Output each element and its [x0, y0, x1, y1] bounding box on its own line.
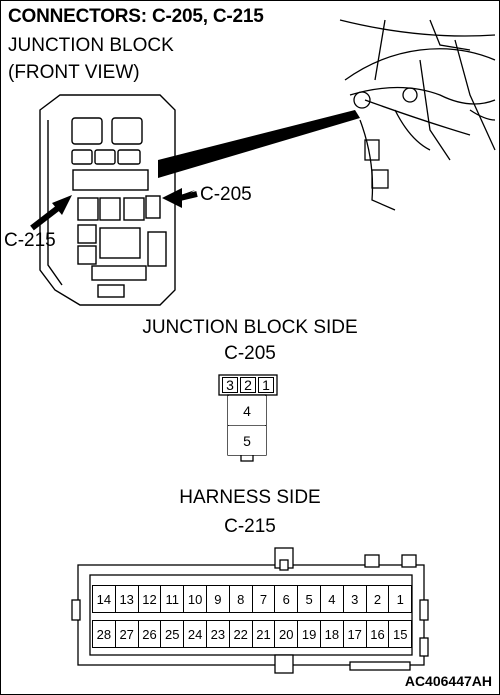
figure-code: AC406447AH	[404, 673, 492, 689]
c215-pin-10: 10	[183, 585, 207, 613]
c215-pin-14: 14	[92, 585, 116, 613]
c205-pin-3: 3	[222, 377, 238, 393]
front-view-label: (FRONT VIEW)	[8, 62, 140, 83]
c215-connector-label: C-215	[224, 516, 276, 537]
c215-pin-27: 27	[114, 620, 139, 648]
c215-pin-16: 16	[365, 620, 390, 648]
c215-pin-9: 9	[206, 585, 230, 613]
c215-arrow	[52, 195, 72, 215]
vehicle-harness-illustration	[339, 19, 496, 211]
c205-callout-label: C-205	[200, 184, 252, 205]
c215-pin-23: 23	[206, 620, 230, 648]
c215-pin-22: 22	[228, 620, 253, 648]
page-title: CONNECTORS: C-205, C-215	[8, 6, 264, 27]
c215-pin-25: 25	[160, 620, 185, 648]
junction-block-label: JUNCTION BLOCK	[8, 35, 174, 56]
c205-connector-label: C-205	[224, 343, 276, 364]
c205-pin-4: 4	[228, 396, 266, 425]
c215-pin-1: 1	[388, 585, 413, 613]
c215-pin-8: 8	[228, 585, 253, 613]
c215-pin-7: 7	[251, 585, 276, 613]
c215-pin-24: 24	[183, 620, 207, 648]
c215-pin-18: 18	[320, 620, 344, 648]
c215-pin-6: 6	[274, 585, 299, 613]
c215-pin-3: 3	[342, 585, 367, 613]
c215-pin-13: 13	[114, 585, 139, 613]
c215-pin-26: 26	[137, 620, 162, 648]
c215-pin-2: 2	[365, 585, 390, 613]
junction-block-illustration	[39, 94, 176, 306]
c215-pin-20: 20	[274, 620, 299, 648]
c215-pin-21: 21	[251, 620, 276, 648]
c205-pin-5: 5	[228, 426, 266, 455]
c215-pin-17: 17	[342, 620, 367, 648]
c205-pin-2: 2	[240, 377, 256, 393]
c215-pin-19: 19	[297, 620, 321, 648]
c215-pin-12: 12	[137, 585, 162, 613]
c215-pin-5: 5	[297, 585, 321, 613]
c215-pin-4: 4	[320, 585, 344, 613]
c215-pin-11: 11	[160, 585, 185, 613]
junction-block-side-heading: JUNCTION BLOCK SIDE	[142, 317, 358, 338]
pointer-band	[158, 110, 360, 178]
harness-side-heading: HARNESS SIDE	[179, 487, 321, 508]
c215-callout-label: C-215	[4, 230, 56, 251]
c215-pin-28: 28	[92, 620, 116, 648]
c215-pin-15: 15	[388, 620, 413, 648]
c205-pin-1: 1	[258, 377, 274, 393]
